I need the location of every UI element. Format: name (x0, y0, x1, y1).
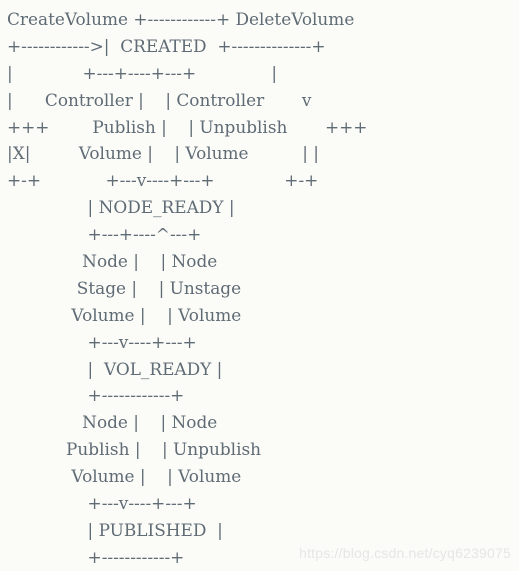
diagram-line-20: | PUBLISHED | (7, 519, 223, 540)
diagram-line-10: Node | | Node (7, 251, 218, 272)
diagram-line-21: +------------+ (7, 546, 185, 567)
diagram-line-5: +++ Publish | | Unpublish +++ (7, 116, 368, 137)
diagram-line-19: +---v----+---+ (7, 493, 197, 514)
diagram-line-11: Stage | | Unstage (7, 277, 242, 298)
diagram-line-16: Node | | Node (7, 412, 218, 433)
diagram-line-6: |X| Volume | | Volume | | (7, 143, 319, 164)
diagram-line-17: Publish | | Unpublish (7, 439, 262, 460)
diagram-line-3: | +---+----+---+ | (7, 62, 278, 83)
diagram-line-15: +------------+ (7, 385, 185, 406)
diagram-line-12: Volume | | Volume (7, 304, 242, 325)
diagram-line-18: Volume | | Volume (7, 466, 242, 487)
diagram-line-14: | VOL_READY | (7, 358, 223, 379)
diagram-line-2: +------------>| CREATED +--------------+ (7, 35, 326, 56)
diagram-line-1: CreateVolume +------------+ DeleteVolume (7, 9, 355, 29)
diagram-line-8: | NODE_READY | (7, 197, 235, 218)
diagram-line-13: +---v----+---+ (7, 331, 197, 352)
diagram-line-9: +---+----^---+ (7, 224, 202, 245)
diagram-line-7: +-+ +---v----+---+ +-+ (7, 170, 319, 191)
state-diagram: CreateVolume +------------+ DeleteVolume… (7, 6, 367, 571)
diagram-line-4: | Controller | | Controller v (7, 89, 312, 110)
watermark: https://blog.csdn.net/cyq6239075 (299, 545, 511, 561)
